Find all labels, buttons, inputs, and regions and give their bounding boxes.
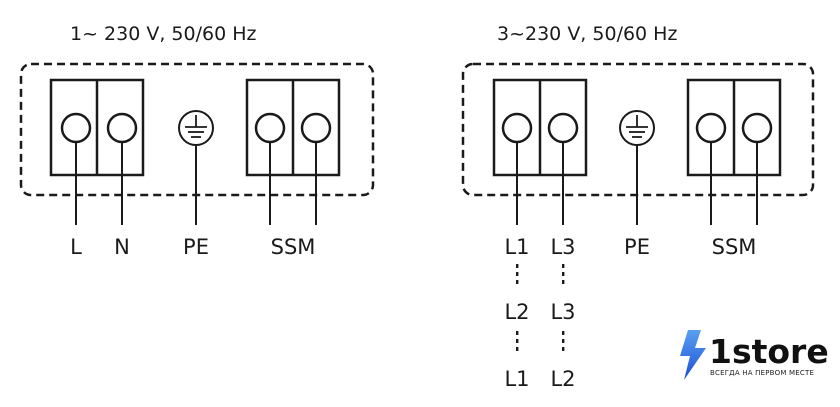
label-ssm: SSM — [271, 235, 316, 259]
label-l3: L3 — [550, 235, 575, 259]
ground-icon-3ph — [619, 110, 655, 225]
lightning-bolt-icon — [680, 330, 706, 380]
store-logo: 1store ВСЕГДА НА ПЕРВОМ МЕСТЕ — [680, 330, 829, 380]
mains-terminal-block — [49, 78, 145, 225]
ground-icon — [178, 110, 214, 225]
alt-label-l1: L1 — [504, 367, 529, 391]
logo-name: 1store — [709, 332, 829, 371]
ssm-terminal-block — [245, 78, 341, 225]
alt-label-l2: L2 — [550, 367, 575, 391]
three-phase-title: 3~230 V, 50/60 Hz — [497, 23, 677, 45]
three-phase-panel: 3~230 V, 50/60 Hz L1 L3 — [461, 23, 815, 391]
single-phase-panel: 1~ 230 V, 50/60 Hz — [19, 23, 375, 259]
alt-label-l2: L2 — [504, 300, 529, 324]
label-ssm-3ph: SSM — [712, 235, 757, 259]
label-pe: PE — [183, 235, 209, 259]
label-l: L — [70, 235, 82, 259]
ssm-terminal-block-3ph — [686, 78, 782, 225]
terminal-l-screw — [60, 112, 92, 144]
label-n: N — [114, 235, 130, 259]
mains-terminal-block-3ph — [492, 78, 588, 225]
logo-tagline: ВСЕГДА НА ПЕРВОМ МЕСТЕ — [710, 369, 814, 377]
alt-label-l3: L3 — [550, 300, 575, 324]
phase-alternative-dots — [516, 264, 565, 351]
single-phase-title: 1~ 230 V, 50/60 Hz — [70, 23, 257, 45]
terminal-n-screw — [106, 112, 138, 144]
label-pe-3ph: PE — [624, 235, 650, 259]
label-l1: L1 — [504, 235, 529, 259]
